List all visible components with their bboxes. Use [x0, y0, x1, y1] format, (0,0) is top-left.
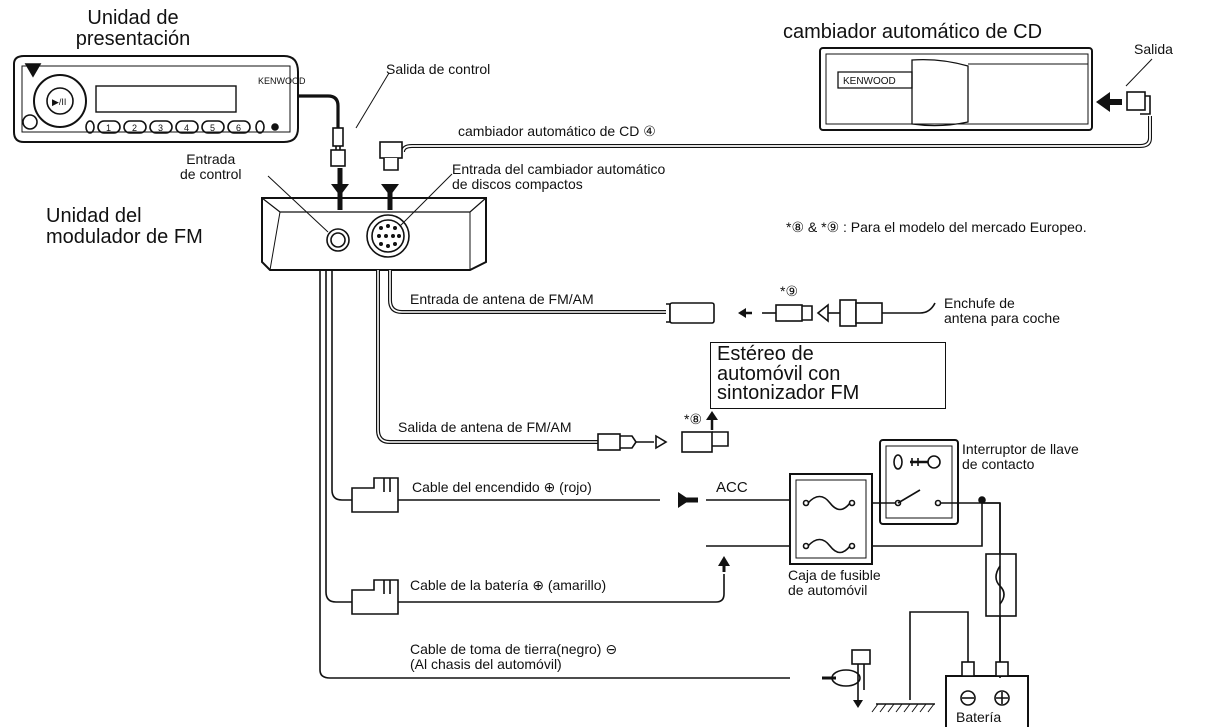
chassis-ground	[822, 649, 935, 713]
svg-text:3: 3	[158, 123, 163, 133]
ignition-switch-label: Interruptor de llave de contacto	[962, 441, 1079, 472]
battery-fuse	[982, 502, 1017, 662]
svg-text:6: 6	[236, 123, 241, 133]
ground-cable-label: Cable de toma de tierra(negro) ⊖ (Al cha…	[410, 641, 618, 672]
faceplate-brand: KENWOOD	[258, 76, 306, 86]
svg-text:KENWOOD: KENWOOD	[843, 76, 896, 87]
european-model-note: *⑧ & *⑨ : Para el modelo del mercado Eur…	[786, 219, 1087, 235]
marker-9: *⑨	[780, 283, 798, 299]
battery-cable-label: Cable de la batería ⊕ (amarillo)	[410, 577, 607, 593]
fuse-box	[706, 473, 983, 565]
acc-label: ACC	[716, 479, 748, 496]
negative-terminal-icon	[960, 690, 976, 706]
car-antenna-plug-label: Enchufe de antena para coche	[944, 295, 1060, 326]
antenna-input-cable	[388, 270, 936, 327]
antenna-input-label: Entrada de antena de FM/AM	[410, 291, 594, 307]
cd-changer-input-port	[366, 214, 410, 258]
antenna-output-label: Salida de antena de FM/AM	[398, 419, 572, 435]
volume-knob	[33, 74, 87, 128]
ignition-switch	[879, 439, 1001, 678]
cd-changer-output-label: Salida	[1134, 41, 1173, 57]
cd-changer-title: cambiador automático de CD	[783, 21, 1043, 43]
fuse-box-label: Caja de fusible de automóvil	[788, 567, 881, 598]
svg-text:4: 4	[184, 123, 189, 133]
control-output-label: Salida de control	[386, 61, 491, 77]
ignition-cable-label: Cable del encendido ⊕ (rojo)	[412, 479, 592, 495]
svg-text:2: 2	[132, 123, 137, 133]
preset-buttons	[85, 120, 279, 134]
display-unit-title: Unidad de presentación	[75, 7, 191, 50]
car-stereo-label: Estéreo de automóvil con sintonizador FM	[710, 342, 946, 409]
battery	[909, 611, 1029, 727]
battery-label: Batería	[956, 709, 1002, 725]
cd-changer-unit: KENWOOD	[819, 47, 1151, 131]
positive-terminal-icon	[994, 690, 1010, 706]
control-input-label: Entrada de control	[180, 151, 242, 182]
antenna-output-cable	[376, 270, 729, 453]
power-wires	[319, 270, 790, 679]
eject-icon	[24, 63, 42, 78]
cd-changer-input-label: Entrada del cambiador automático de disc…	[452, 161, 666, 192]
control-input-port	[326, 228, 350, 252]
fm-modulator-unit	[261, 197, 487, 271]
control-output-cable	[298, 94, 349, 210]
svg-text:1: 1	[106, 123, 111, 133]
display-unit-faceplate: ▶/II KENWOOD 1 2 3 4 5 6	[13, 55, 306, 143]
cd-changer-cable-label: cambiador automático de CD ④	[458, 123, 656, 139]
cd-changer-cable	[379, 116, 1152, 210]
display-screen	[95, 85, 237, 113]
svg-text:5: 5	[210, 123, 215, 133]
marker-8: *⑧	[684, 411, 702, 427]
fm-modulator-title: Unidad del modulador de FM	[46, 205, 203, 248]
svg-text:▶/II: ▶/II	[52, 97, 66, 107]
